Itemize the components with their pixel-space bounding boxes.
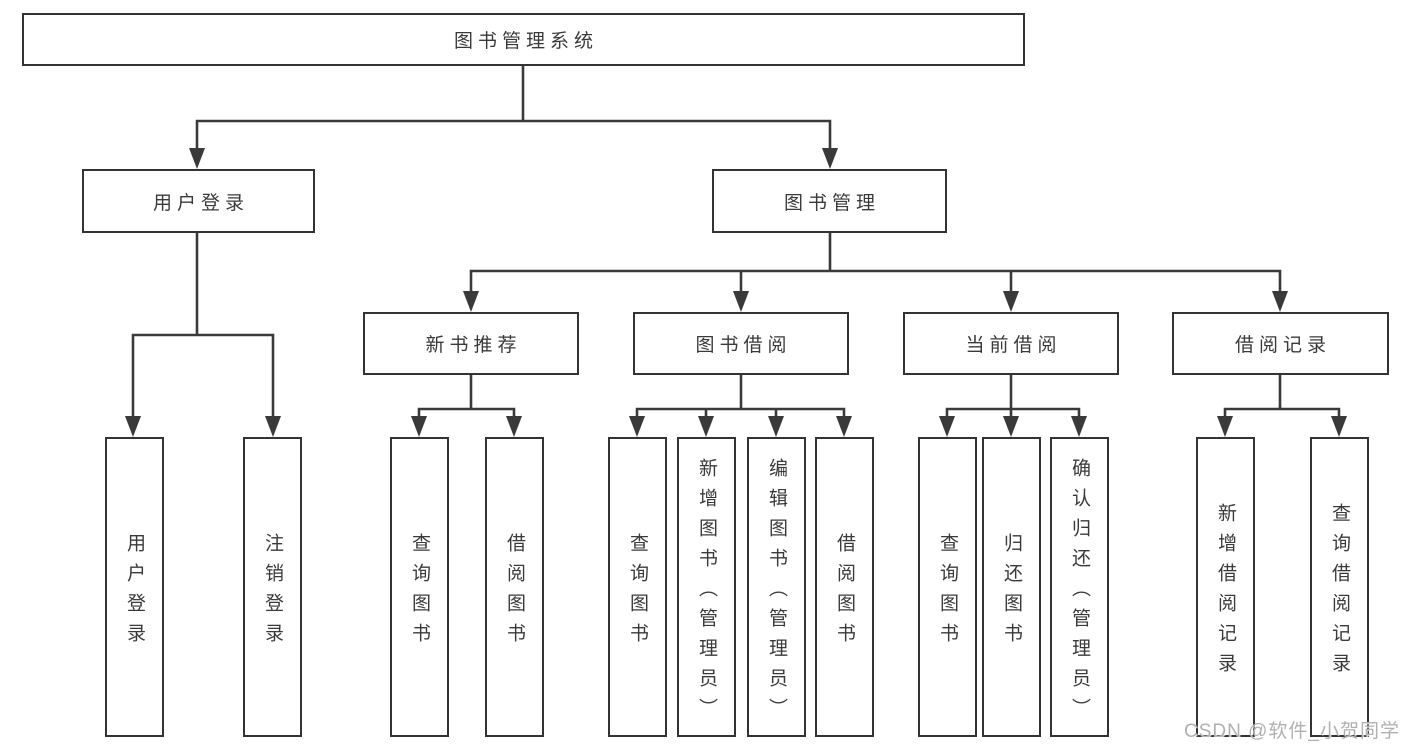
- leaf-confirm-return-admin-label: 确认归还（管理员）: [1069, 457, 1090, 728]
- leaf-borrow-books-recommend: 借阅图书: [485, 437, 544, 737]
- leaf-borrow-books-borrowing: 借阅图书: [815, 437, 874, 737]
- leaf-return-books: 归还图书: [982, 437, 1041, 737]
- node-current-borrowing: 当前借阅: [903, 312, 1119, 375]
- node-borrowing-records: 借阅记录: [1172, 312, 1389, 375]
- node-book-management-label: 图书管理: [783, 192, 880, 214]
- leaf-query-borrow-record: 查询借阅记录: [1310, 437, 1369, 737]
- node-book-management: 图书管理: [712, 169, 947, 233]
- leaf-edit-book-admin: 编辑图书（管理员）: [747, 437, 806, 737]
- leaf-borrow-books-recommend-label: 借阅图书: [504, 532, 525, 653]
- leaf-confirm-return-admin: 确认归还（管理员）: [1050, 437, 1109, 737]
- node-root-label: 图书管理系统: [453, 31, 598, 52]
- leaf-query-books-borrowing-label: 查询图书: [627, 532, 648, 653]
- leaf-add-borrow-record: 新增借阅记录: [1196, 437, 1255, 737]
- leaf-user-login-label: 用户登录: [124, 532, 145, 653]
- node-borrowing-records-label: 借阅记录: [1234, 335, 1331, 356]
- leaf-add-book-admin: 新增图书（管理员）: [677, 437, 736, 737]
- leaf-borrow-books-borrowing-label: 借阅图书: [834, 532, 855, 653]
- leaf-query-books-current-label: 查询图书: [937, 532, 958, 653]
- leaf-query-borrow-record-label: 查询借阅记录: [1329, 502, 1350, 683]
- leaf-query-books-current: 查询图书: [918, 437, 977, 737]
- leaf-query-books-recommend: 查询图书: [390, 437, 449, 737]
- leaf-edit-book-admin-label: 编辑图书（管理员）: [766, 457, 787, 728]
- leaf-logout: 注销登录: [243, 437, 302, 737]
- arrowheads: [125, 148, 1347, 437]
- node-root: 图书管理系统: [22, 13, 1025, 66]
- leaf-logout-label: 注销登录: [262, 532, 283, 653]
- node-book-borrowing: 图书借阅: [633, 312, 849, 375]
- watermark: CSDN @软件_小贺同学: [1184, 721, 1400, 742]
- leaf-add-book-admin-label: 新增图书（管理员）: [696, 457, 717, 728]
- node-user-login: 用户登录: [82, 169, 315, 233]
- leaf-add-borrow-record-label: 新增借阅记录: [1215, 502, 1236, 683]
- node-new-book-recommendation-label: 新书推荐: [425, 335, 522, 356]
- connector-path: [131, 66, 1341, 419]
- leaf-query-books-borrowing: 查询图书: [608, 437, 667, 737]
- node-user-login-label: 用户登录: [152, 192, 249, 214]
- node-current-borrowing-label: 当前借阅: [965, 335, 1062, 356]
- leaf-return-books-label: 归还图书: [1001, 532, 1022, 653]
- node-new-book-recommendation: 新书推荐: [363, 312, 579, 375]
- node-book-borrowing-label: 图书借阅: [695, 335, 792, 356]
- leaf-query-books-recommend-label: 查询图书: [409, 532, 430, 653]
- leaf-user-login: 用户登录: [105, 437, 164, 737]
